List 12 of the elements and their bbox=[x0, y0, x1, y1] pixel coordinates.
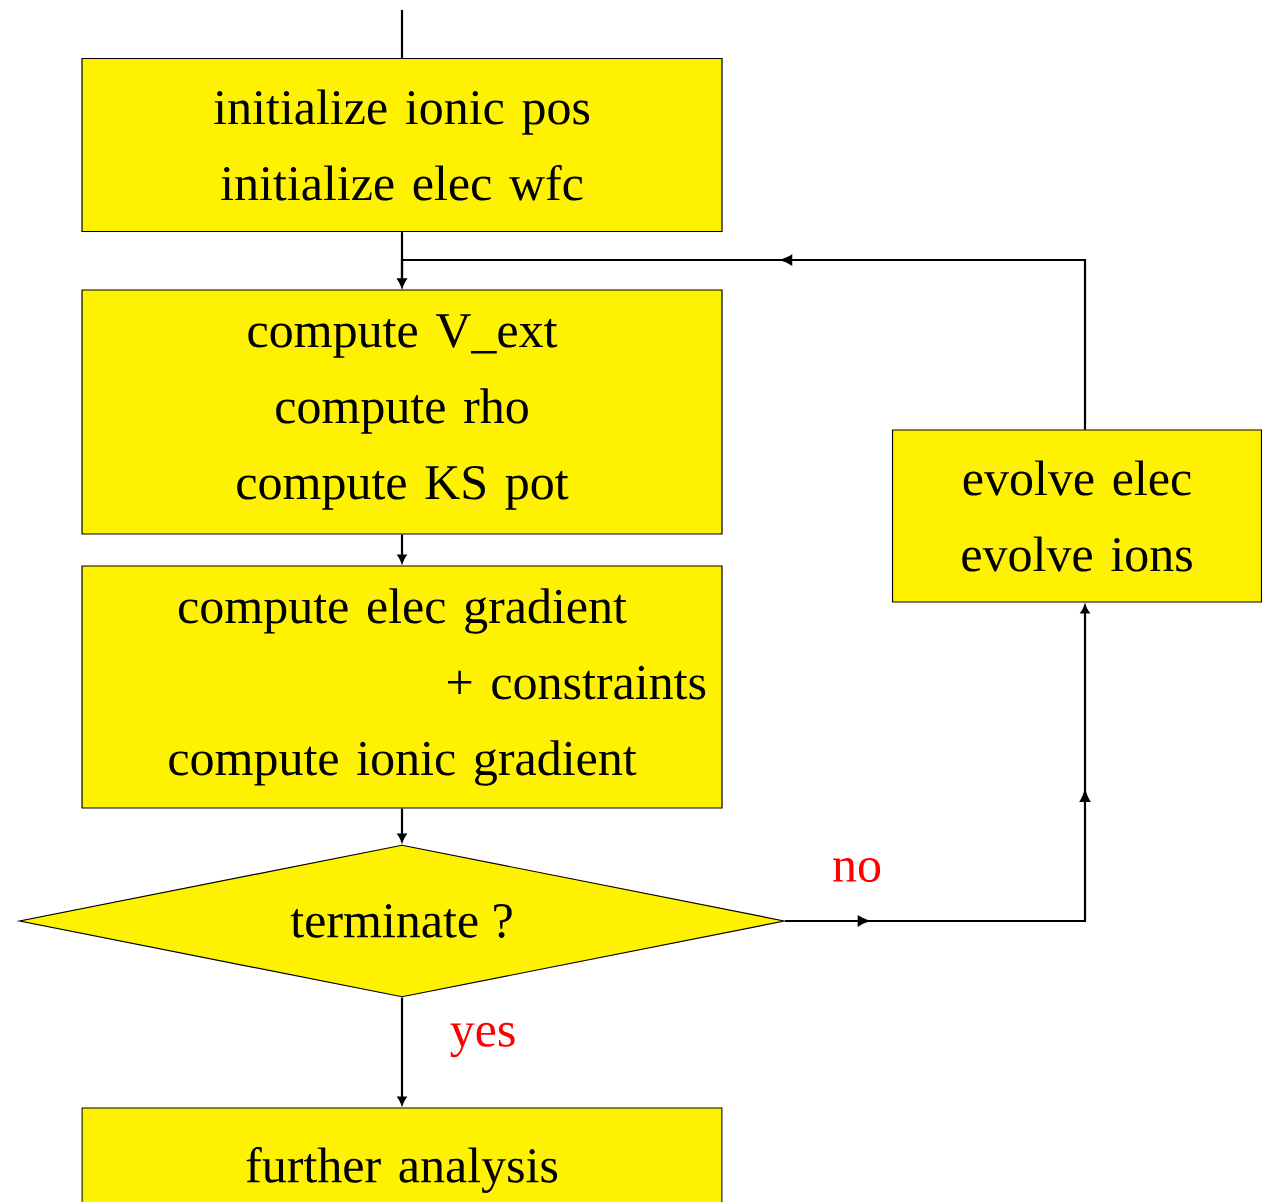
process-box: compute V_ext compute rho compute KS pot bbox=[81, 289, 723, 535]
edge-label: yes bbox=[447, 1020, 519, 1060]
process-box: further analysis bbox=[81, 1107, 723, 1202]
arrow bbox=[397, 534, 407, 563]
process-box: compute elec gradient + constraints compute ionic gradient bbox=[81, 565, 723, 809]
process-box: initialize ionic pos initialize elec wfc bbox=[81, 57, 723, 233]
arrow bbox=[397, 808, 407, 842]
arrow bbox=[397, 997, 407, 1105]
edge-label: no bbox=[830, 856, 884, 885]
process-box: evolve elec evolve ions bbox=[891, 429, 1262, 603]
arrow bbox=[397, 254, 1087, 430]
arrow bbox=[785, 605, 1091, 927]
